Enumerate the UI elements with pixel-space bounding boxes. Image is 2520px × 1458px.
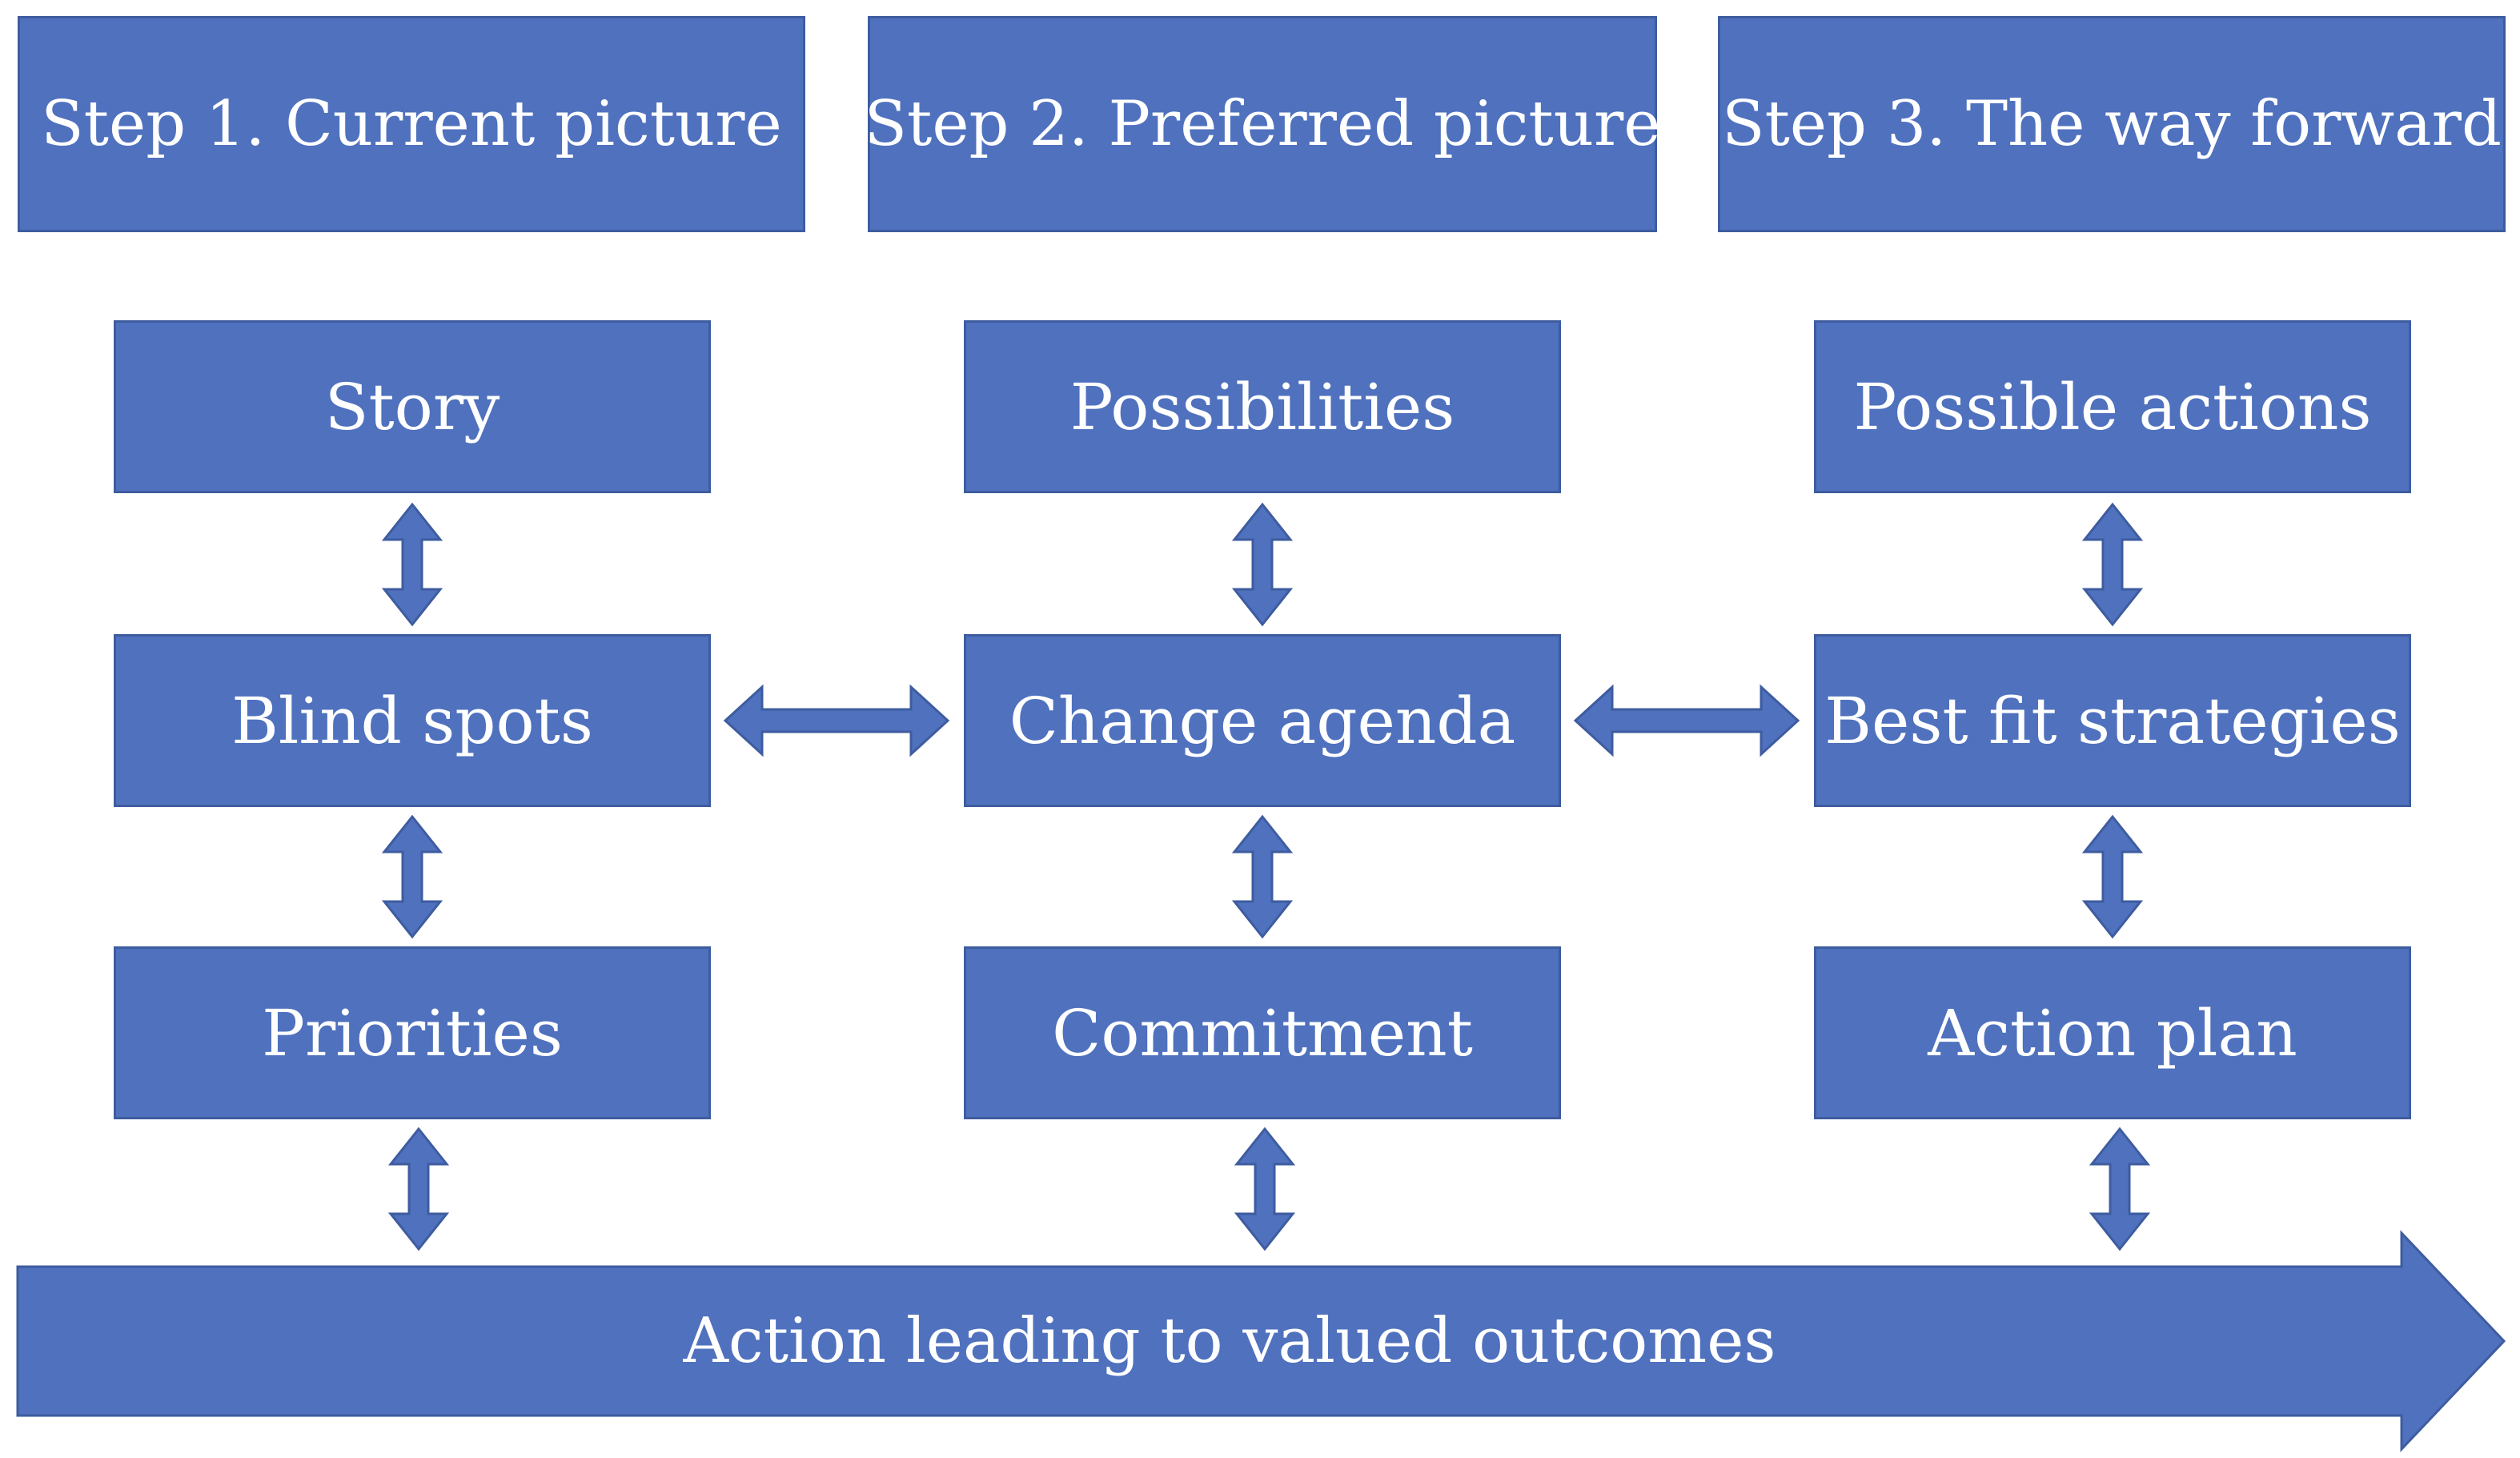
step-1-header: Step 1. Current picture xyxy=(18,16,805,232)
v-arrow-col2-to-outcome xyxy=(1234,1127,1296,1251)
stage-story: Story xyxy=(114,320,711,493)
h-arrow-blindspots-changeagenda xyxy=(723,684,950,757)
outcome-arrow xyxy=(16,1230,2506,1452)
step-2-header: Step 2. Preferred picture xyxy=(865,16,1660,232)
v-arrow-col3-row2 xyxy=(2081,814,2144,939)
vertical-arrows xyxy=(381,502,2151,1251)
stage-possible-actions: Possible actions xyxy=(1814,320,2411,493)
stage-change-agenda: Change agenda xyxy=(964,634,1561,807)
stage-best-fit-strategies: Best fit strategies xyxy=(1814,634,2411,807)
stage-possibilities: Possibilities xyxy=(964,320,1561,493)
outcome-label: Action leading to valued outcomes xyxy=(683,1305,1776,1377)
step-3-header: Step 3. The way forward xyxy=(1718,16,2506,232)
stage-action-plan: Action plan xyxy=(1814,946,2411,1119)
stage-commitment: Commitment xyxy=(964,946,1561,1119)
v-arrow-col1-to-outcome xyxy=(387,1127,450,1251)
stage-priorities: Priorities xyxy=(114,946,711,1119)
v-arrow-col2-row1 xyxy=(1231,502,1294,627)
horizontal-arrows xyxy=(723,684,1800,757)
stage-blind-spots: Blind spots xyxy=(114,634,711,807)
v-arrow-col1-row1 xyxy=(381,502,443,627)
v-arrow-col3-row1 xyxy=(2081,502,2144,627)
h-arrow-changeagenda-bestfit xyxy=(1573,684,1800,757)
v-arrow-col3-to-outcome xyxy=(2089,1127,2151,1251)
v-arrow-col2-row2 xyxy=(1231,814,1294,939)
v-arrow-col1-row2 xyxy=(381,814,443,939)
